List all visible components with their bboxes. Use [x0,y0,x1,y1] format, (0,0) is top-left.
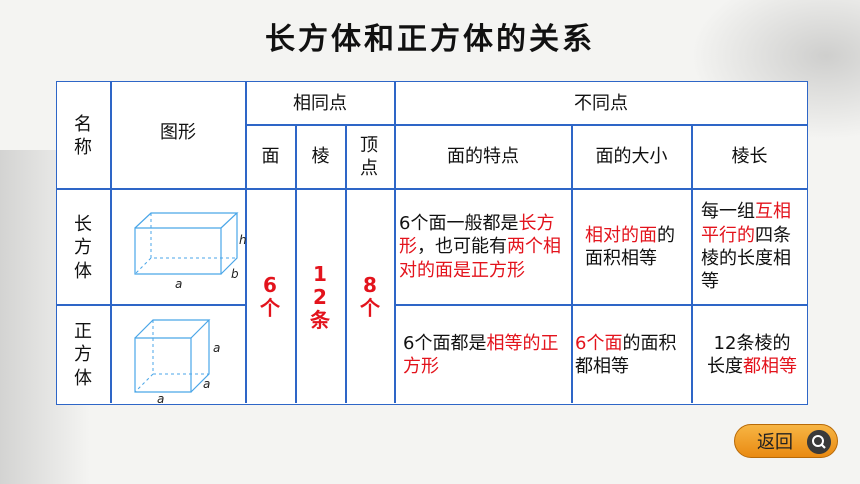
cube-label-a-bottom: a [157,392,164,404]
header-face-feature: 面的特点 [447,146,519,168]
cube-edge-length: 12条棱的长度都相等 [707,308,797,402]
cuboid-figure: h b a [134,212,247,291]
magnifier-icon [807,430,831,454]
vertices-count: 8个 [360,273,380,320]
page-title: 长方体和正方体的关系 [265,22,595,57]
row-name-cube: 正方体 [74,320,92,389]
cube-label-a-side: a [213,341,220,355]
text-segment: 相对的面 [585,224,657,246]
cube-figure: a a a [134,319,220,404]
cuboid-label-b: b [231,267,239,281]
cuboid-edge-length: 每一组互相平行的四条棱的长度相等 [701,192,801,302]
text-segment: 的面积相等 [585,224,675,269]
text-segment: 互相平行的 [701,201,791,246]
cuboid-label-a: a [175,277,182,291]
text-segment: 6个面都是 [403,332,487,354]
cuboid-label-h: h [239,233,247,247]
text-segment: 相等的正方形 [403,332,559,377]
header-edge-length: 棱长 [731,146,768,168]
back-button-label: 返回 [757,432,793,453]
text-segment: 6个面 [575,332,623,354]
text-segment: 两个相对的面是正方形 [399,236,561,281]
row-name-cuboid: 长方体 [74,213,92,282]
text-segment: 都相等 [743,356,797,377]
cube-label-a-depth: a [203,377,210,391]
text-segment: 的面积都相等 [575,332,677,377]
comparison-table: 名称 图形 相同点 不同点 面 棱 顶点 面的特点 面的大小 棱长 长方体 正方… [56,81,808,405]
header-figure: 图形 [160,122,196,144]
header-face-size: 面的大小 [595,146,668,168]
text-segment: 每一组 [701,201,755,223]
edges-count: 12条 [310,261,330,332]
header-vertex: 顶点 [360,134,378,179]
text-segment: ，也可能有 [417,236,507,258]
cuboid-face-feature: 6个面一般都是长方形，也可能有两个相对的面是正方形 [399,192,569,302]
cube-face-feature: 6个面都是相等的正方形 [403,308,567,402]
header-different: 不同点 [574,93,628,115]
header-name: 名称 [74,113,92,158]
cuboid-face-size: 相对的面的面积相等 [585,192,681,302]
text-segment: 12条棱的长度 [707,332,791,377]
text-segment: 6个面一般都是 [399,212,519,234]
text-segment: 长方形 [399,212,555,258]
back-button[interactable]: 返回 [734,424,838,458]
text-segment: 四条棱的长度相等 [701,224,791,293]
header-edge: 棱 [311,146,330,168]
cube-face-size: 6个面的面积都相等 [575,308,687,402]
faces-count: 6个 [260,273,280,320]
header-same: 相同点 [293,93,347,115]
header-face: 面 [261,146,280,168]
